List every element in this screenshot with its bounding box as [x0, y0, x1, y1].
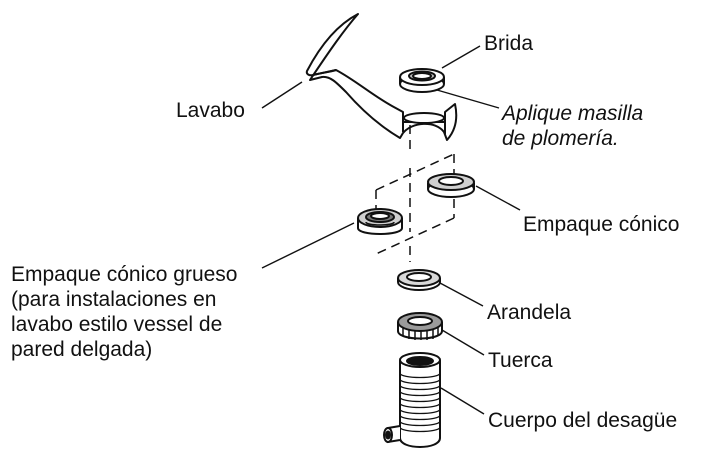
- thick-conical-gasket: [357, 208, 403, 235]
- washer: [397, 269, 441, 291]
- label-grueso-line4: pared delgada): [11, 338, 153, 361]
- label-masilla-line1: Aplique masilla: [502, 102, 644, 125]
- leader-arandela: [439, 282, 484, 307]
- sink-basin: [305, 13, 458, 141]
- leader-cuerpo: [440, 387, 485, 415]
- label-arandela: Arandela: [487, 301, 572, 324]
- label-tuerca: Tuerca: [488, 349, 553, 372]
- leader-masilla: [436, 89, 500, 109]
- drain-body: [383, 352, 441, 448]
- label-grueso-line2: (para instalaciones en: [11, 288, 217, 311]
- label-aplique-masilla: Aplique masilla de plomería.: [502, 101, 643, 151]
- label-cuerpo-desague: Cuerpo del desagüe: [488, 409, 678, 432]
- leader-brida: [441, 45, 481, 69]
- leader-lavabo: [261, 81, 303, 109]
- label-lavabo: Lavabo: [176, 99, 245, 122]
- label-masilla-line2: de plomería.: [502, 127, 619, 150]
- label-grueso-line3: lavabo estilo vessel de: [11, 313, 223, 336]
- conical-gasket: [427, 173, 475, 198]
- label-grueso-line1: Empaque cónico grueso: [11, 263, 238, 286]
- label-empaque-conico: Empaque cónico: [523, 213, 680, 236]
- label-brida: Brida: [484, 32, 534, 55]
- leader-lines: [261, 45, 521, 415]
- leader-grueso: [261, 222, 355, 269]
- nut: [397, 312, 443, 340]
- label-empaque-conico-grueso: Empaque cónico grueso (para instalacione…: [11, 262, 237, 362]
- flange: [399, 68, 445, 93]
- leader-cono: [475, 185, 521, 211]
- leader-tuerca: [441, 329, 485, 356]
